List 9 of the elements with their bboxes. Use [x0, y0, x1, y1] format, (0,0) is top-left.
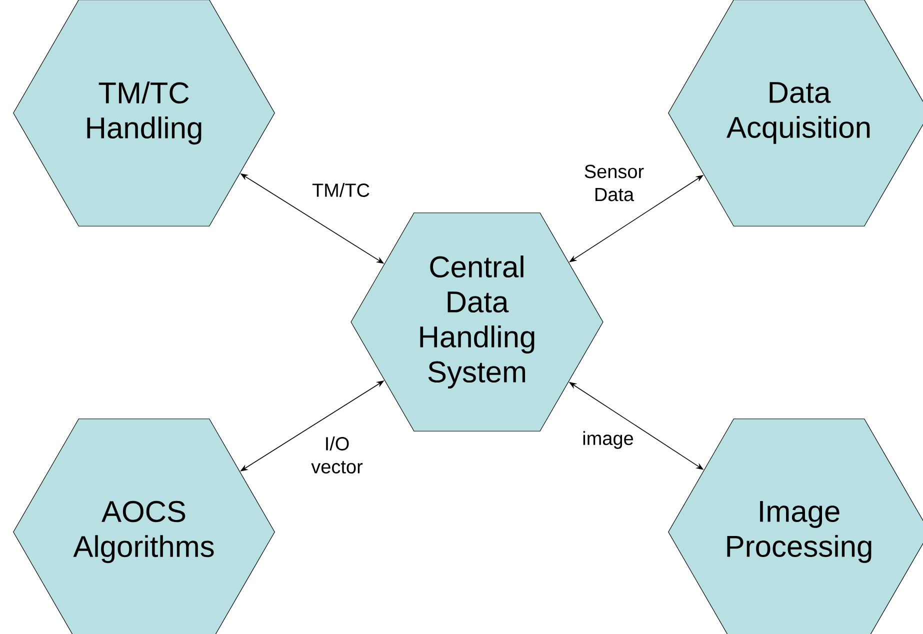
- edge-label: TM/TC: [312, 183, 370, 197]
- edge-label: image: [583, 431, 634, 449]
- hexagon-node: Image Processing: [668, 418, 923, 634]
- hexagon-node: TM/TC Handling: [13, 0, 275, 226]
- edge-label: I/O vector: [311, 436, 363, 474]
- edge-label: Sensor Data: [584, 164, 644, 202]
- hexagon-node: Central Data Handling System: [350, 212, 604, 432]
- hexagon-node: AOCS Algorithms: [13, 418, 275, 634]
- hexagon-node: Data Acquisition: [668, 0, 923, 226]
